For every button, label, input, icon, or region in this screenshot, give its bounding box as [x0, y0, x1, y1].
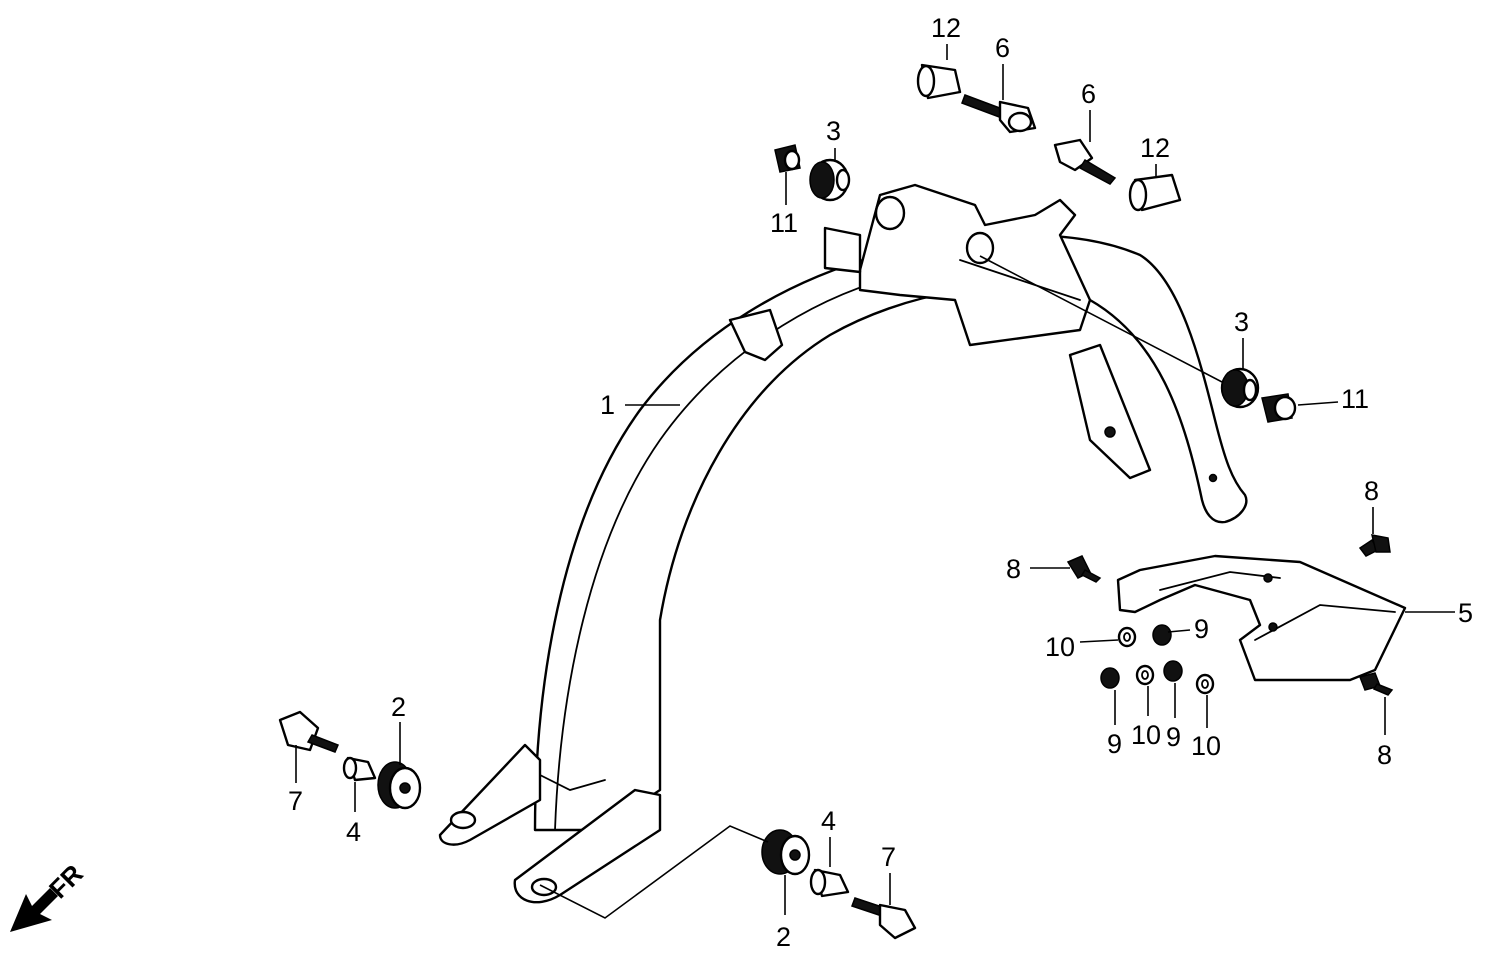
- callout-nut-b: 9: [1107, 729, 1122, 759]
- leader-lines: [295, 44, 1455, 915]
- callout-bolt-top-a: 6: [995, 33, 1010, 63]
- collar-top-b: [1128, 173, 1182, 212]
- callout-cushion-rear-left: 2: [391, 692, 406, 722]
- callout-washer-c: 10: [1191, 731, 1221, 761]
- callout-collar-top-a: 12: [931, 13, 961, 43]
- callout-cushion-top-right: 3: [1234, 307, 1249, 337]
- callout-nut-a: 9: [1194, 614, 1209, 644]
- callout-screw-left: 8: [1006, 554, 1021, 584]
- callout-collar-left: 4: [346, 817, 361, 847]
- bolt-rear-right: [851, 897, 917, 940]
- callout-screw-top: 8: [1364, 476, 1379, 506]
- callout-nut-c: 9: [1166, 722, 1181, 752]
- front-direction-indicator: FR: [10, 858, 89, 932]
- callout-washer-b: 10: [1131, 720, 1161, 750]
- callout-bolt-rear-left: 7: [288, 786, 303, 816]
- front-arrow-icon: [10, 888, 58, 932]
- bolt-rear-left: [278, 710, 339, 753]
- screw-top: [1358, 534, 1391, 557]
- license-bracket: [1116, 554, 1407, 682]
- cushion-top-right: [1220, 367, 1260, 409]
- callout-nut-top-right: 11: [1341, 384, 1369, 414]
- cushion-rear-left: [377, 761, 422, 810]
- callout-screw-bottom: 8: [1377, 740, 1392, 770]
- callout-bracket: 5: [1458, 598, 1473, 628]
- collar-rear-left: [342, 756, 377, 782]
- nut-c: [1163, 660, 1183, 682]
- washer-c: [1195, 673, 1215, 695]
- nut-a: [1152, 624, 1172, 646]
- bolt-top-a: [961, 94, 1037, 134]
- cushion-rear-right: [761, 829, 811, 876]
- callout-collar-right: 4: [821, 806, 836, 836]
- screw-bottom: [1359, 672, 1394, 696]
- callout-cushion-rear-right: 2: [776, 922, 791, 952]
- callout-bolt-rear-right: 7: [881, 842, 896, 872]
- callout-nut-top-left: 11: [770, 208, 798, 238]
- callout-fender: 1: [600, 390, 615, 420]
- collar-rear-right: [809, 868, 850, 898]
- callout-washer-a: 10: [1045, 632, 1075, 662]
- callout-bolt-top-b: 6: [1081, 79, 1096, 109]
- nut-b: [1100, 667, 1120, 689]
- cushion-top-left: [809, 158, 851, 202]
- rear-fender: [438, 183, 1248, 904]
- nut-top-left: [774, 144, 801, 173]
- callout-cushion-top-left: 3: [826, 116, 841, 146]
- collar-top-a: [916, 63, 962, 100]
- washer-a: [1117, 626, 1137, 648]
- washer-b: [1135, 664, 1155, 686]
- nut-top-right: [1261, 393, 1297, 423]
- bolt-top-b: [1053, 138, 1117, 185]
- callout-collar-top-b: 12: [1140, 133, 1170, 163]
- screw-left: [1066, 555, 1102, 583]
